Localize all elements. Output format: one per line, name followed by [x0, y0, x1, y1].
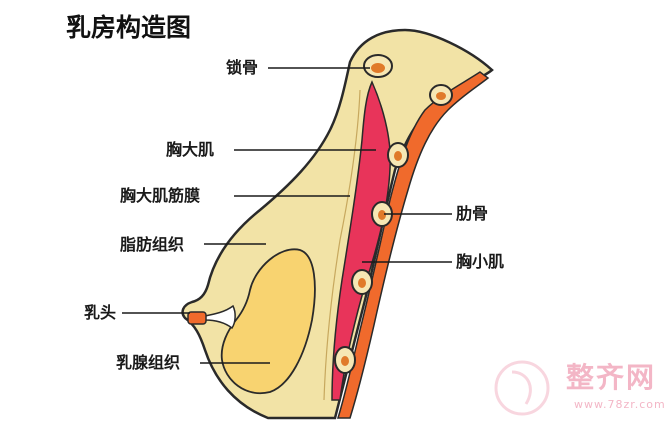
label-fat-tissue: 脂肪组织 — [120, 235, 185, 254]
pectoralis-minor-shape — [336, 71, 490, 419]
label-gland-tissue: 乳腺组织 — [116, 353, 181, 372]
label-pectoralis-fascia: 胸大肌筋膜 — [120, 186, 201, 205]
nipple-shape — [187, 311, 207, 325]
clavicle-marrow — [371, 63, 385, 73]
label-nipple: 乳头 — [84, 303, 117, 322]
page-title: 乳房构造图 — [66, 13, 192, 42]
label-clavicle: 锁骨 — [226, 58, 259, 77]
watermark-logo — [494, 360, 550, 416]
label-pectoralis-minor: 胸小肌 — [456, 252, 505, 271]
gland-tissue-shape — [220, 248, 316, 395]
rib-bones — [334, 84, 453, 374]
watermark-text: 整齐网 — [566, 361, 657, 394]
watermark-url: www.78zr.com — [574, 398, 666, 411]
pectoralis-fascia-line — [323, 89, 361, 401]
label-pectoralis-major: 胸大肌 — [166, 140, 215, 159]
milk-duct — [204, 304, 236, 330]
leader-lines — [122, 67, 452, 364]
label-rib: 肋骨 — [456, 204, 489, 223]
